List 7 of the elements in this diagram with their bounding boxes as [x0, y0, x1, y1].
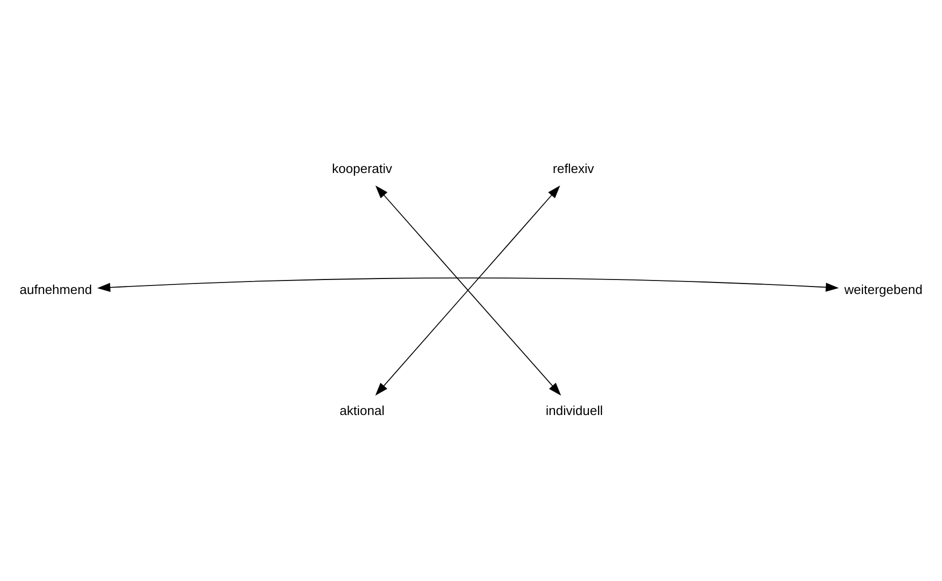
- node-text: individuell: [546, 402, 603, 418]
- node-text: reflexiv: [552, 160, 594, 176]
- node-text: aktional: [340, 402, 385, 418]
- node-text: kooperativ: [332, 160, 392, 176]
- arrow: [97, 277, 839, 292]
- node-text: aufnehmend: [20, 282, 92, 297]
- node-text: weitergebend: [844, 282, 922, 297]
